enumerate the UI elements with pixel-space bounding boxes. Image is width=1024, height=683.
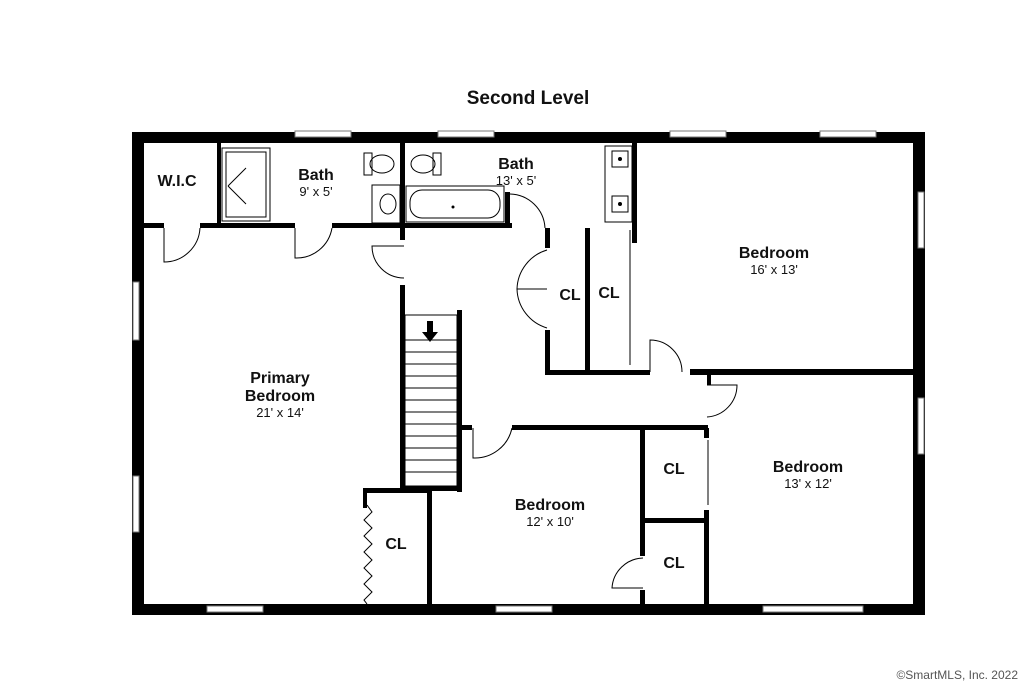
closet-label: CL (598, 285, 620, 302)
copyright-text: ©SmartMLS, Inc. 2022 (896, 668, 1018, 682)
bedroom-se-dims: 13' x 12' (784, 476, 832, 491)
vanity-icon (604, 145, 633, 223)
wic-label: W.I.C (157, 173, 197, 190)
stair (404, 314, 458, 487)
plan-title: Second Level (467, 88, 590, 109)
folding-door (363, 504, 373, 605)
sink-icon (371, 184, 401, 224)
bath-hall-dims: 13' x 5' (496, 173, 536, 188)
shower-icon (221, 147, 271, 222)
bedroom-s-dims: 12' x 10' (526, 514, 574, 529)
windows (132, 130, 925, 613)
doors (163, 193, 738, 589)
stair-down-arrow-icon (422, 321, 438, 342)
toilet-icon (410, 152, 442, 176)
bath-small-name: Bath (298, 167, 334, 184)
toilet-icon (363, 152, 395, 176)
bath-hall-name: Bath (498, 156, 534, 173)
closet-labels: CL CL CL CL CL (385, 285, 685, 572)
bedroom-ne-dims: 16' x 13' (750, 262, 798, 277)
interior-walls (144, 143, 913, 606)
room-labels: W.I.C Bath 9' x 5' Bath 13' x 5' Bedroom… (157, 156, 843, 529)
bedroom-se-name: Bedroom (773, 459, 843, 476)
closet-label: CL (559, 287, 581, 304)
bedroom-ne-name: Bedroom (739, 245, 809, 262)
primary-name-line1: Primary (250, 370, 310, 387)
primary-dims: 21' x 14' (256, 405, 304, 420)
closet-label: CL (385, 536, 407, 553)
closet-label: CL (663, 555, 685, 572)
bedroom-s-name: Bedroom (515, 497, 585, 514)
closet-label: CL (663, 461, 685, 478)
bathtub-icon (405, 185, 505, 223)
fixtures (221, 145, 633, 224)
primary-name-line2: Bedroom (245, 388, 315, 405)
bath-small-dims: 9' x 5' (299, 184, 332, 199)
